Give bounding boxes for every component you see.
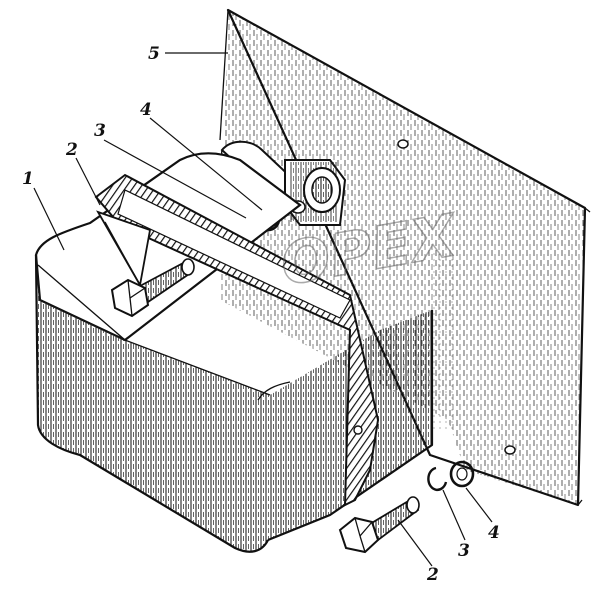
flat-washer-lower <box>449 460 475 488</box>
bolt-upper <box>110 258 195 318</box>
mounting-panel <box>219 8 591 507</box>
hinge-bracket <box>220 140 347 226</box>
panel-hole-lower <box>504 445 516 455</box>
callout-2-lower: 2 <box>426 565 439 585</box>
callout-4: 4 <box>140 100 152 120</box>
callout-3: 3 <box>94 121 106 141</box>
lock-washer-lower <box>427 466 448 492</box>
callout-2: 2 <box>65 140 78 160</box>
callout-5: 5 <box>148 44 160 64</box>
callout-labels: 1 2 3 4 5 2 3 4 <box>22 44 500 585</box>
bolt-lower <box>338 496 420 554</box>
callout-1: 1 <box>22 169 34 189</box>
leader-lines <box>33 52 493 567</box>
callout-4-lower: 4 <box>488 523 500 543</box>
panel-hole-upper <box>397 139 409 149</box>
callout-3-lower: 3 <box>458 541 470 561</box>
corner-bracket <box>96 210 152 288</box>
